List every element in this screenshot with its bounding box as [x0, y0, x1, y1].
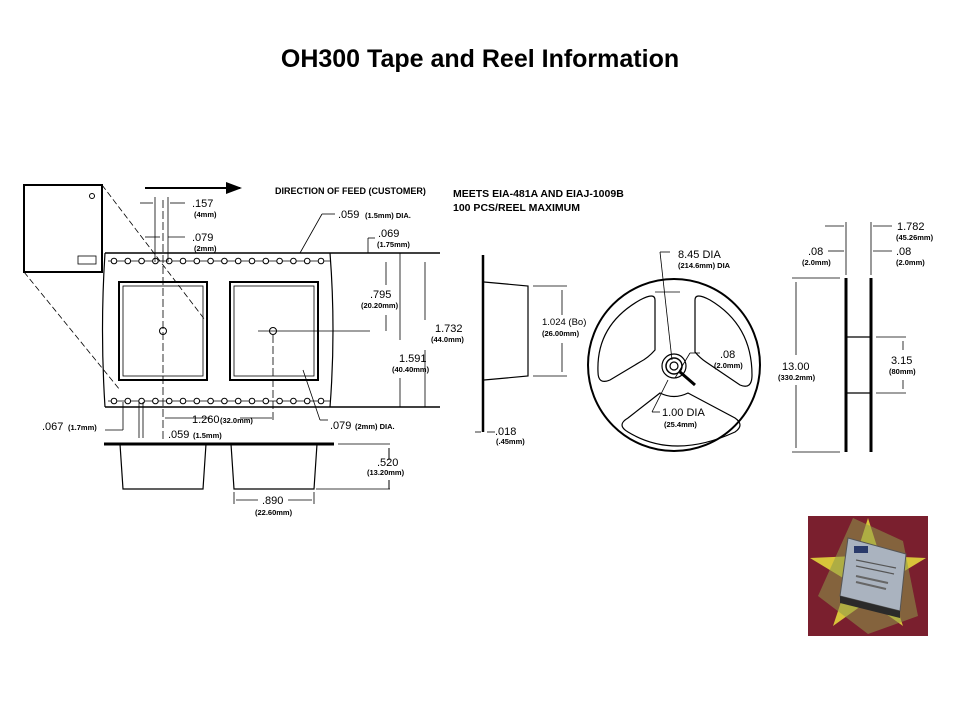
dim-cavity-pitch: 1.260	[192, 414, 220, 426]
dim-reel-dia-metric: (330.2mm)	[778, 373, 816, 382]
sprocket-hole	[193, 257, 201, 265]
dim-reel-dia: 13.00	[782, 361, 810, 373]
sprocket-hole	[179, 257, 187, 265]
dim-hole-dia-small: .059	[168, 429, 189, 441]
sprocket-hole	[138, 257, 145, 265]
dim-reel-overall-width-metric: (45.26mm)	[896, 233, 934, 242]
dim-center-hole-dia-metric: (2mm) DIA.	[355, 422, 395, 431]
dim-cavity-center-metric: (20.20mm)	[361, 301, 399, 310]
sprocket-hole	[110, 397, 118, 405]
sprocket-hole	[193, 397, 201, 405]
dim-cavity-width: 1.591	[399, 353, 427, 365]
slide-title: OH300 Tape and Reel Information	[280, 45, 680, 73]
dim-hole-offset: .079	[192, 232, 213, 244]
sprocket-hole	[262, 257, 270, 265]
dim-tape-width-metric: (44.0mm)	[431, 335, 464, 344]
sprocket-hole	[138, 397, 145, 405]
sprocket-hole	[221, 257, 228, 265]
sprocket-holes-top	[108, 257, 330, 265]
standards-line-2: 100 PCS/REEL MAXIMUM	[453, 202, 580, 214]
tape-side-view	[475, 255, 567, 433]
dim-tape-thickness: .018	[495, 426, 516, 438]
sprocket-hole	[124, 257, 132, 265]
sprocket-hole	[165, 257, 173, 265]
sprocket-hole	[262, 397, 270, 405]
reel-front-view	[587, 251, 761, 452]
dim-reel-outer-dia-metric: (214.6mm) DIA	[678, 261, 731, 270]
dim-hub-dia: 1.00 DIA	[662, 407, 705, 419]
dim-sprocket-pitch: .157	[192, 198, 213, 210]
dim-flange-left-metric: (2.0mm)	[802, 258, 831, 267]
dim-key-width: .08	[720, 349, 735, 361]
dim-edge-to-hole-metric: (1.75mm)	[377, 240, 410, 249]
product-photo	[808, 516, 928, 636]
dim-tape-thickness-metric: (.45mm)	[496, 437, 525, 446]
dim-cavity-center: .795	[370, 289, 391, 301]
dim-sprocket-pitch-metric: (4mm)	[194, 210, 217, 219]
chip-base	[840, 596, 900, 618]
dim-edge-offset-metric: (1.7mm)	[68, 423, 97, 432]
part-detail-view	[23, 184, 206, 391]
feed-direction-label: DIRECTION OF FEED (CUSTOMER)	[275, 186, 426, 196]
sprocket-hole	[317, 397, 325, 405]
dim-pocket-depth: .520	[377, 457, 398, 469]
dim-pocket-length: .890	[262, 495, 283, 507]
sprocket-hole	[110, 257, 118, 265]
tape-cross-section	[104, 442, 390, 504]
dim-cavity-pitch-metric: (32.0mm)	[220, 416, 253, 425]
dim-flange-right-metric: (2.0mm)	[896, 258, 925, 267]
sprocket-hole	[124, 397, 132, 405]
sprocket-hole	[207, 397, 214, 405]
sprocket-hole	[152, 397, 159, 405]
sprocket-hole	[317, 257, 325, 265]
dim-pocket-depth-metric: (13.20mm)	[367, 468, 405, 477]
sprocket-hole	[248, 257, 256, 265]
dim-tape-width: 1.732	[435, 323, 463, 335]
dim-key-width-metric: (2.0mm)	[714, 361, 743, 370]
sprocket-hole	[234, 397, 242, 405]
tape-dimension-lines	[105, 197, 426, 438]
dim-pocket-bo: 1.024 (Bo)	[542, 317, 586, 328]
dim-edge-offset: .067	[42, 421, 63, 433]
dim-pocket-bo-metric: (26.00mm)	[542, 329, 580, 338]
sprocket-hole	[165, 397, 173, 405]
sprocket-hole	[221, 397, 228, 405]
dim-center-hole-dia: .079	[330, 420, 351, 432]
dim-flange-left: .08	[808, 246, 823, 258]
dim-edge-to-hole: .069	[378, 228, 399, 240]
sprocket-holes-bottom	[108, 397, 330, 405]
sprocket-hole	[276, 397, 283, 405]
dim-cavity-width-metric: (40.40mm)	[392, 365, 430, 374]
reel-side-view	[792, 222, 906, 453]
standards-line-1: MEETS EIA-481A AND EIAJ-1009B	[453, 188, 624, 200]
dim-sprocket-hole-dia-metric: (1.5mm) DIA.	[365, 211, 411, 220]
sprocket-hole	[207, 257, 214, 265]
dim-sprocket-hole-dia: .059	[338, 209, 359, 221]
dim-hub-width-metric: (80mm)	[889, 367, 916, 376]
sprocket-hole	[303, 397, 311, 405]
dim-hub-width: 3.15	[891, 355, 912, 367]
carrier-tape-top-view	[101, 200, 440, 440]
sprocket-hole	[179, 397, 187, 405]
sprocket-hole	[234, 257, 242, 265]
dim-reel-outer-dia: 8.45 DIA	[678, 249, 721, 261]
sprocket-hole	[303, 257, 311, 265]
dim-flange-right: .08	[896, 246, 911, 258]
sprocket-hole	[290, 397, 297, 405]
sprocket-hole	[248, 397, 256, 405]
dim-hub-dia-metric: (25.4mm)	[664, 420, 697, 429]
chip-logo	[854, 546, 868, 553]
dim-reel-overall-width: 1.782	[897, 221, 925, 233]
dim-hole-dia-small-metric: (1.5mm)	[193, 431, 222, 440]
dim-pocket-length-metric: (22.60mm)	[255, 508, 293, 517]
dim-hole-offset-metric: (2mm)	[194, 244, 217, 253]
sprocket-hole	[276, 257, 283, 265]
sprocket-hole	[290, 257, 297, 265]
